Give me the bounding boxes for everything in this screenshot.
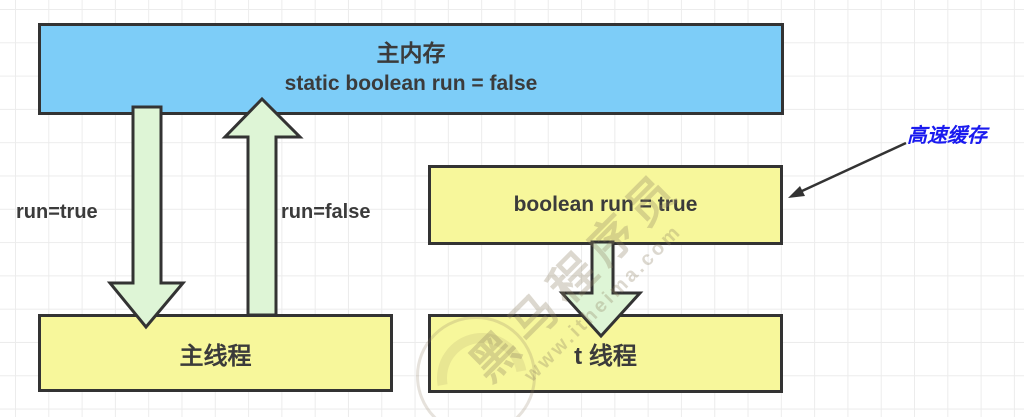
run-true-label: run=true xyxy=(16,201,98,223)
t-thread-label: t 线程 xyxy=(574,343,637,370)
main-memory-box: 主内存 static boolean run = false xyxy=(38,23,784,115)
cache-box-code: boolean run = true xyxy=(513,193,698,216)
arrow-main-memory-to-main-thread-icon xyxy=(106,105,187,330)
cache-box: boolean run = true xyxy=(428,165,783,245)
t-thread-box: t 线程 xyxy=(428,314,783,393)
main-thread-box: 主线程 xyxy=(38,314,393,392)
run-false-label: run=false xyxy=(281,201,371,223)
cache-pointer-arrowhead-icon xyxy=(788,186,805,198)
main-memory-title: 主内存 xyxy=(376,40,446,67)
cache-annotation-label: 高速缓存 xyxy=(907,125,987,147)
cache-pointer-line xyxy=(801,141,907,193)
main-thread-label: 主线程 xyxy=(179,342,252,370)
main-memory-code: static boolean run = false xyxy=(284,72,538,96)
